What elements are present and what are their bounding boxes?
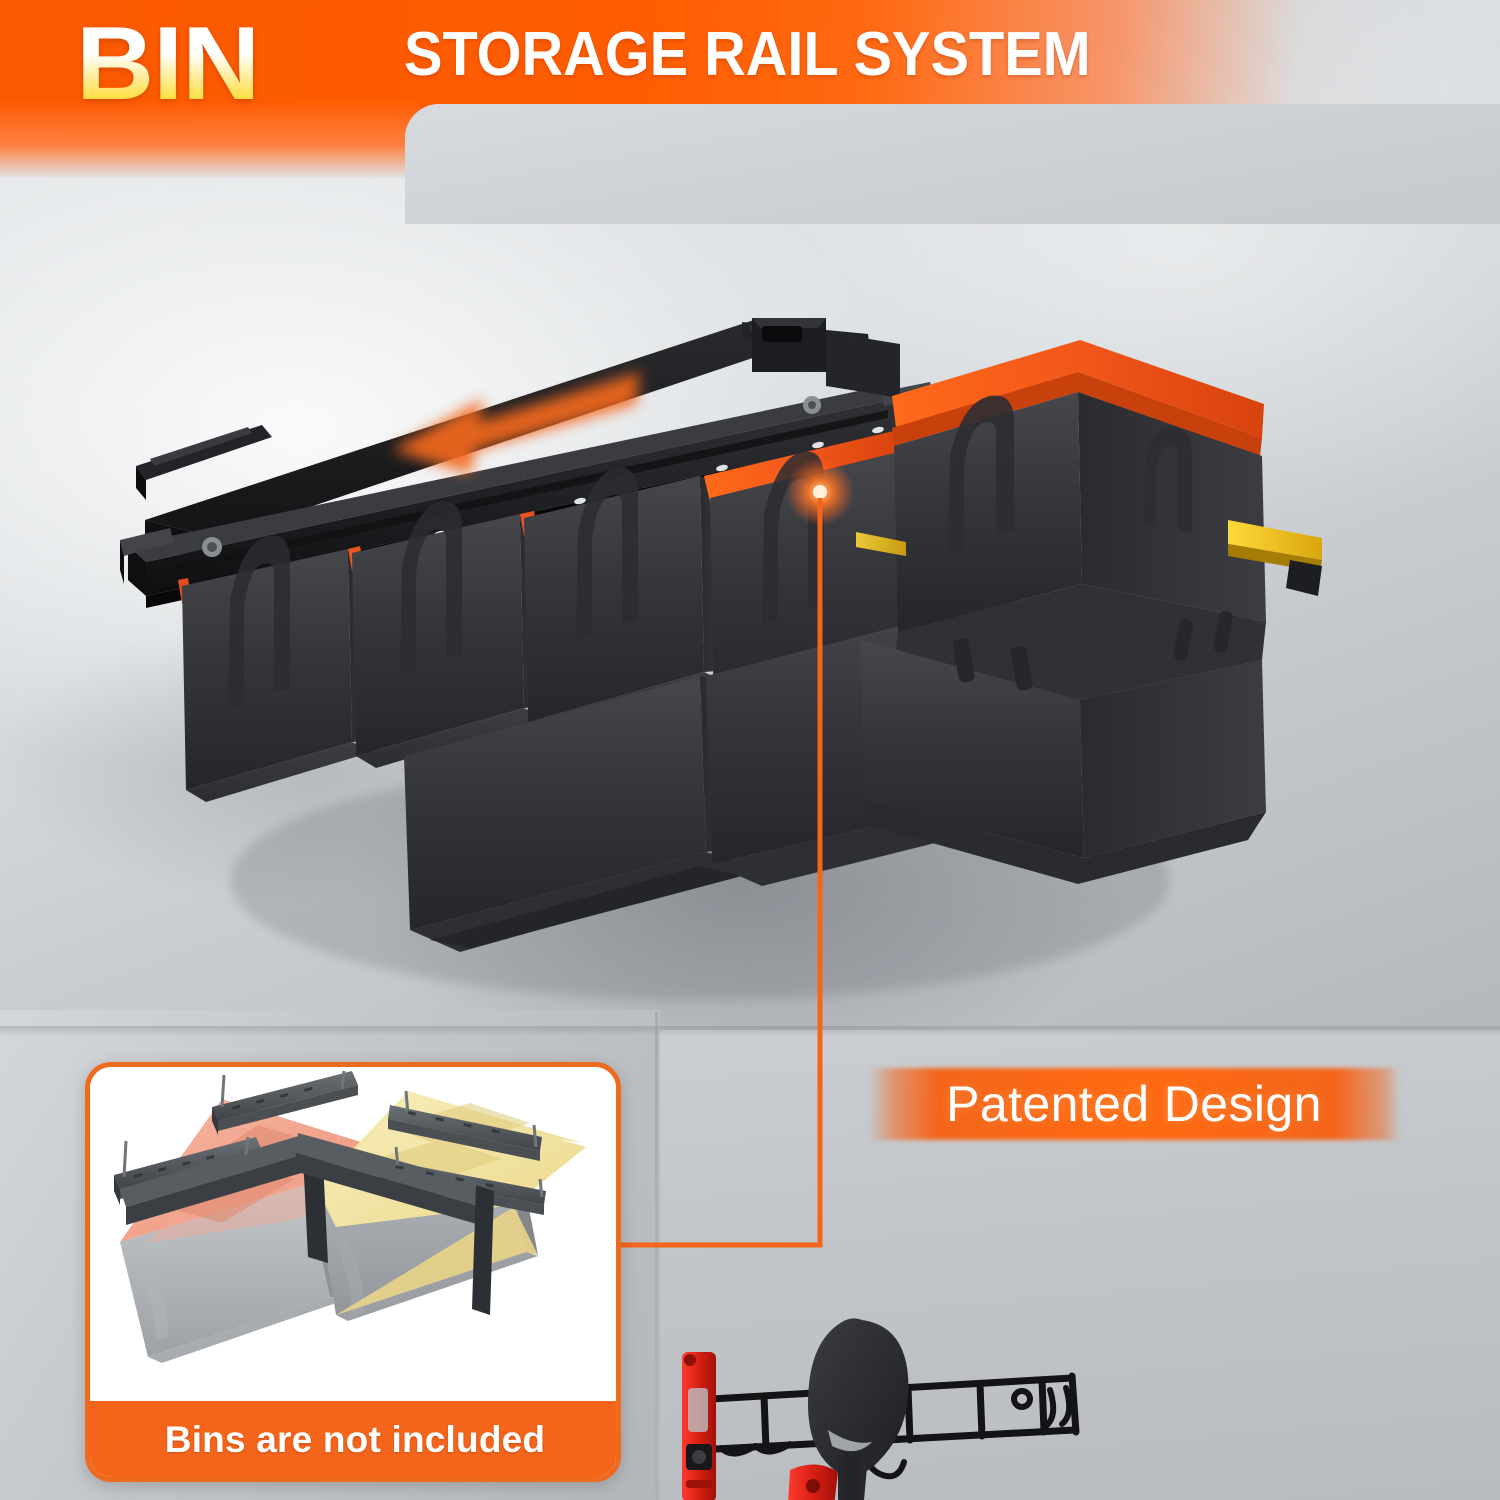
inset-card: Bins are not included <box>85 1062 621 1482</box>
rail-bolt <box>202 396 821 557</box>
patented-design-band <box>868 1068 1400 1140</box>
inset-hanger-rods <box>122 1070 544 1198</box>
header-gray-panel <box>405 104 1500 224</box>
inset-caption-bar: Bins are not included <box>90 1401 616 1477</box>
shovel-icon <box>808 1318 909 1500</box>
brand-logo: BIN <box>76 6 260 122</box>
bin-feature-right <box>860 340 1322 884</box>
inset-rail-holes <box>134 1086 500 1188</box>
rail-bracket-left-back <box>136 425 272 500</box>
rail-cross-bracket <box>752 318 900 398</box>
room-corner-edge <box>655 1012 658 1500</box>
inset-rail-bins-figure <box>90 1067 616 1397</box>
patented-design-label: Patented Design <box>946 1076 1322 1132</box>
page-title: STORAGE RAIL SYSTEM <box>404 20 1091 89</box>
yellow-rail-accent-small <box>856 532 906 556</box>
direction-arrow-icon <box>392 372 640 474</box>
level-tool <box>682 1352 716 1500</box>
inset-caption-label: Bins are not included <box>164 1419 546 1460</box>
inset-side-rails <box>120 1133 494 1315</box>
inset-bin-left <box>120 1185 342 1363</box>
level-tool-secondary <box>788 1464 838 1500</box>
yellow-rail-accent <box>1228 520 1322 560</box>
rail-endcap-left <box>120 528 174 584</box>
header-banner-fade <box>0 100 420 178</box>
